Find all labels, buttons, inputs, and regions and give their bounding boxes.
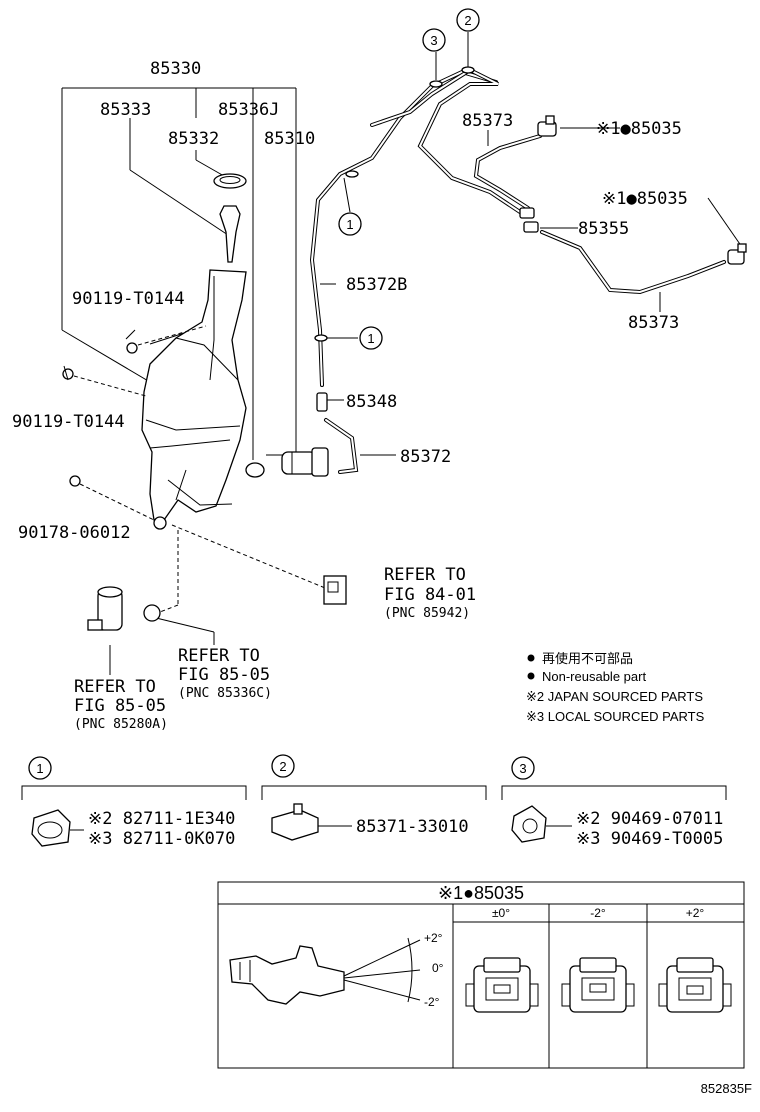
detail-1-num: 1 [36,761,43,776]
detail-1-a: ※2 82711-1E340 [88,809,235,829]
callout-3-top: 3 [422,28,446,52]
label-85310: 85310 [264,129,315,149]
legend-en: Non-reusable part [542,669,646,684]
label-85336J: 85336J [218,100,279,120]
ref-8401-line1: REFER TO [384,565,466,585]
detail-1-b: ※3 82711-0K070 [88,829,235,849]
dashed-to-fig8401 [171,524,331,591]
angle-zero-label: 0° [432,961,444,975]
level-gauge [219,205,241,263]
legend-note2: ※2 JAPAN SOURCED PARTS [526,689,703,704]
detail-3: 3 ※2 90469-07011 ※3 90469-T0005 [501,756,727,849]
ref-8505a-line2: FIG 85-05 [74,696,166,716]
col-zero: ±0° [492,906,510,920]
detail-2: 2 85371-33010 [261,754,487,841]
hose-clamps [314,66,475,342]
detail-3-num: 3 [519,761,526,776]
legend-jp: 再使用不可部品 [542,651,633,666]
hose-85372B [309,69,498,387]
callout-1-upper: 1 [338,212,362,236]
callout-2-top-text: 2 [464,13,471,28]
label-90119-lower: 90119-T0144 [12,412,125,432]
hose-85373-right [540,230,726,295]
label-85332: 85332 [168,129,219,149]
dashed-to-fig8505c-end [159,604,179,613]
legend: 再使用不可部品 Non-reusable part ※2 JAPAN SOURC… [526,651,705,724]
label-85035-upper: ※1●85035 [596,119,682,139]
label-85372: 85372 [400,447,451,467]
clip-90178 [69,475,155,521]
nozzle-front-zero [465,957,539,1013]
ref-8401-line3: (PNC 85942) [384,606,470,621]
tank-cap [213,173,247,189]
ref-8505c-line2: FIG 85-05 [178,665,270,685]
connector-85942 [323,575,347,605]
ref-8505c-line3: (PNC 85336C) [178,686,272,701]
ref-fig-84-01: REFER TO FIG 84-01 (PNC 85942) [384,565,476,621]
nozzle-85035-lower [727,243,747,265]
detail-2-a: 85371-33010 [356,817,469,837]
washer-tank [141,269,247,530]
washer-pump [281,447,329,477]
label-85373-upper: 85373 [462,111,513,131]
callout-1-lower: 1 [359,326,383,350]
label-85333: 85333 [100,100,151,120]
label-85035-lower: ※1●85035 [602,189,688,209]
ref-8505a-line3: (PNC 85280A) [74,717,168,732]
figure-code: 852835F [701,1081,752,1096]
label-90119-upper: 90119-T0144 [72,289,185,309]
detail-2-num: 2 [279,759,286,774]
hose-main-upper [370,67,522,214]
ref-fig-85-05-c: REFER TO FIG 85-05 (PNC 85336C) [178,646,272,701]
detail-1: 1 ※2 82711-1E340 ※3 82711-0K070 [21,756,247,849]
detail-3-b: ※3 90469-T0005 [576,829,723,849]
col-minus2: -2° [590,906,606,920]
nozzle-front-minus2 [561,957,635,1013]
nozzle-angle-table: ※1●85035 ±0° -2° +2° +2° 0° -2° [217,881,745,1069]
legend-note3: ※3 LOCAL SOURCED PARTS [526,709,705,724]
nozzle-side-view: +2° 0° -2° [229,931,444,1009]
callout-3-top-text: 3 [430,33,437,48]
ref-8505c-line1: REFER TO [178,646,260,666]
nozzle-table-title: ※1●85035 [438,883,524,903]
col-plus2: +2° [686,906,705,920]
bullet-icon [527,654,535,662]
nozzle-85035-upper [537,115,557,137]
label-85348: 85348 [346,392,397,412]
hose-85373-left [473,134,542,210]
label-85330: 85330 [150,59,201,79]
callout-1-lower-text: 1 [367,331,374,346]
tee-joint-85355 [519,207,539,233]
detail-3-a: ※2 90469-07011 [576,809,723,829]
label-85373-lower: 85373 [628,313,679,333]
label-90178: 90178-06012 [18,523,131,543]
bullet-icon [527,672,535,680]
label-85372B: 85372B [346,275,407,295]
nozzle-front-plus2 [658,957,732,1013]
callout-1-upper-text: 1 [346,217,353,232]
ref-fig-85-05-a: REFER TO FIG 85-05 (PNC 85280A) [74,677,168,732]
bolt-90119-upper [125,325,207,354]
label-85355: 85355 [578,219,629,239]
angle-minus-label: -2° [424,995,440,1009]
angle-plus-label: +2° [424,931,443,945]
ref-8401-line2: FIG 84-01 [384,585,476,605]
pump-85280A [87,586,123,631]
hose-85372 [324,418,359,474]
callout-2-top: 2 [456,8,480,32]
grommet-85336C [143,604,161,622]
joint-85348 [316,392,328,412]
grommet [245,462,265,478]
ref-8505a-line1: REFER TO [74,677,156,697]
bolt-90119-lower [62,365,147,397]
